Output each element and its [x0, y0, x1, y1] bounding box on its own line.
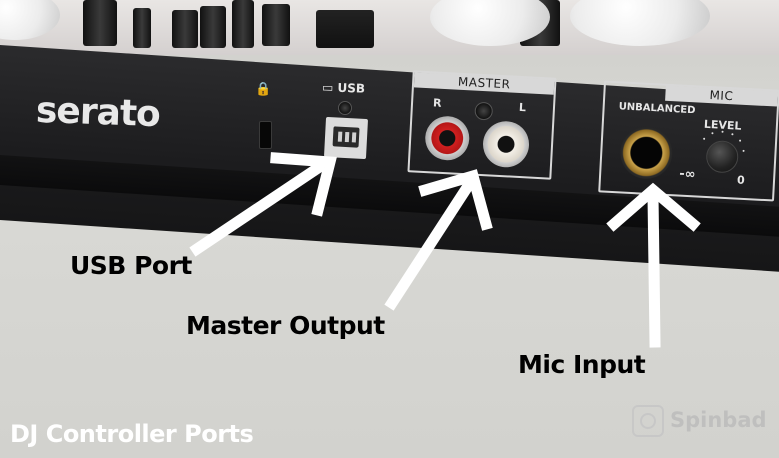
master-output-caption: Master Output [186, 311, 385, 340]
usb-arrow [189, 160, 326, 257]
fader-knob [172, 10, 198, 48]
jog-wheel-edge [570, 0, 710, 46]
lock-icon: 🔒 [255, 82, 272, 97]
master-arrow [384, 175, 478, 311]
usb-port-caption: USB Port [70, 251, 192, 280]
mic-arrow [647, 190, 661, 348]
fader-knob [133, 8, 151, 48]
fader-knob [83, 0, 117, 46]
watermark: Spinbad [632, 405, 767, 437]
master-arrow-head [418, 169, 493, 231]
fader-knob [232, 0, 254, 48]
mic-input-caption: Mic Input [518, 350, 646, 379]
image-title: DJ Controller Ports [10, 420, 254, 448]
fader-knob [200, 6, 226, 48]
fader-knob [262, 4, 290, 46]
jog-wheel-edge [430, 0, 550, 46]
mic-arrow-head [606, 182, 701, 232]
kensington-lock-slot [259, 121, 272, 149]
screw [338, 101, 352, 115]
usb-arrow-head [270, 152, 337, 217]
watermark-text: Spinbad [670, 408, 767, 432]
crossfader-knob [316, 10, 374, 48]
spinbad-logo-icon [632, 405, 664, 437]
